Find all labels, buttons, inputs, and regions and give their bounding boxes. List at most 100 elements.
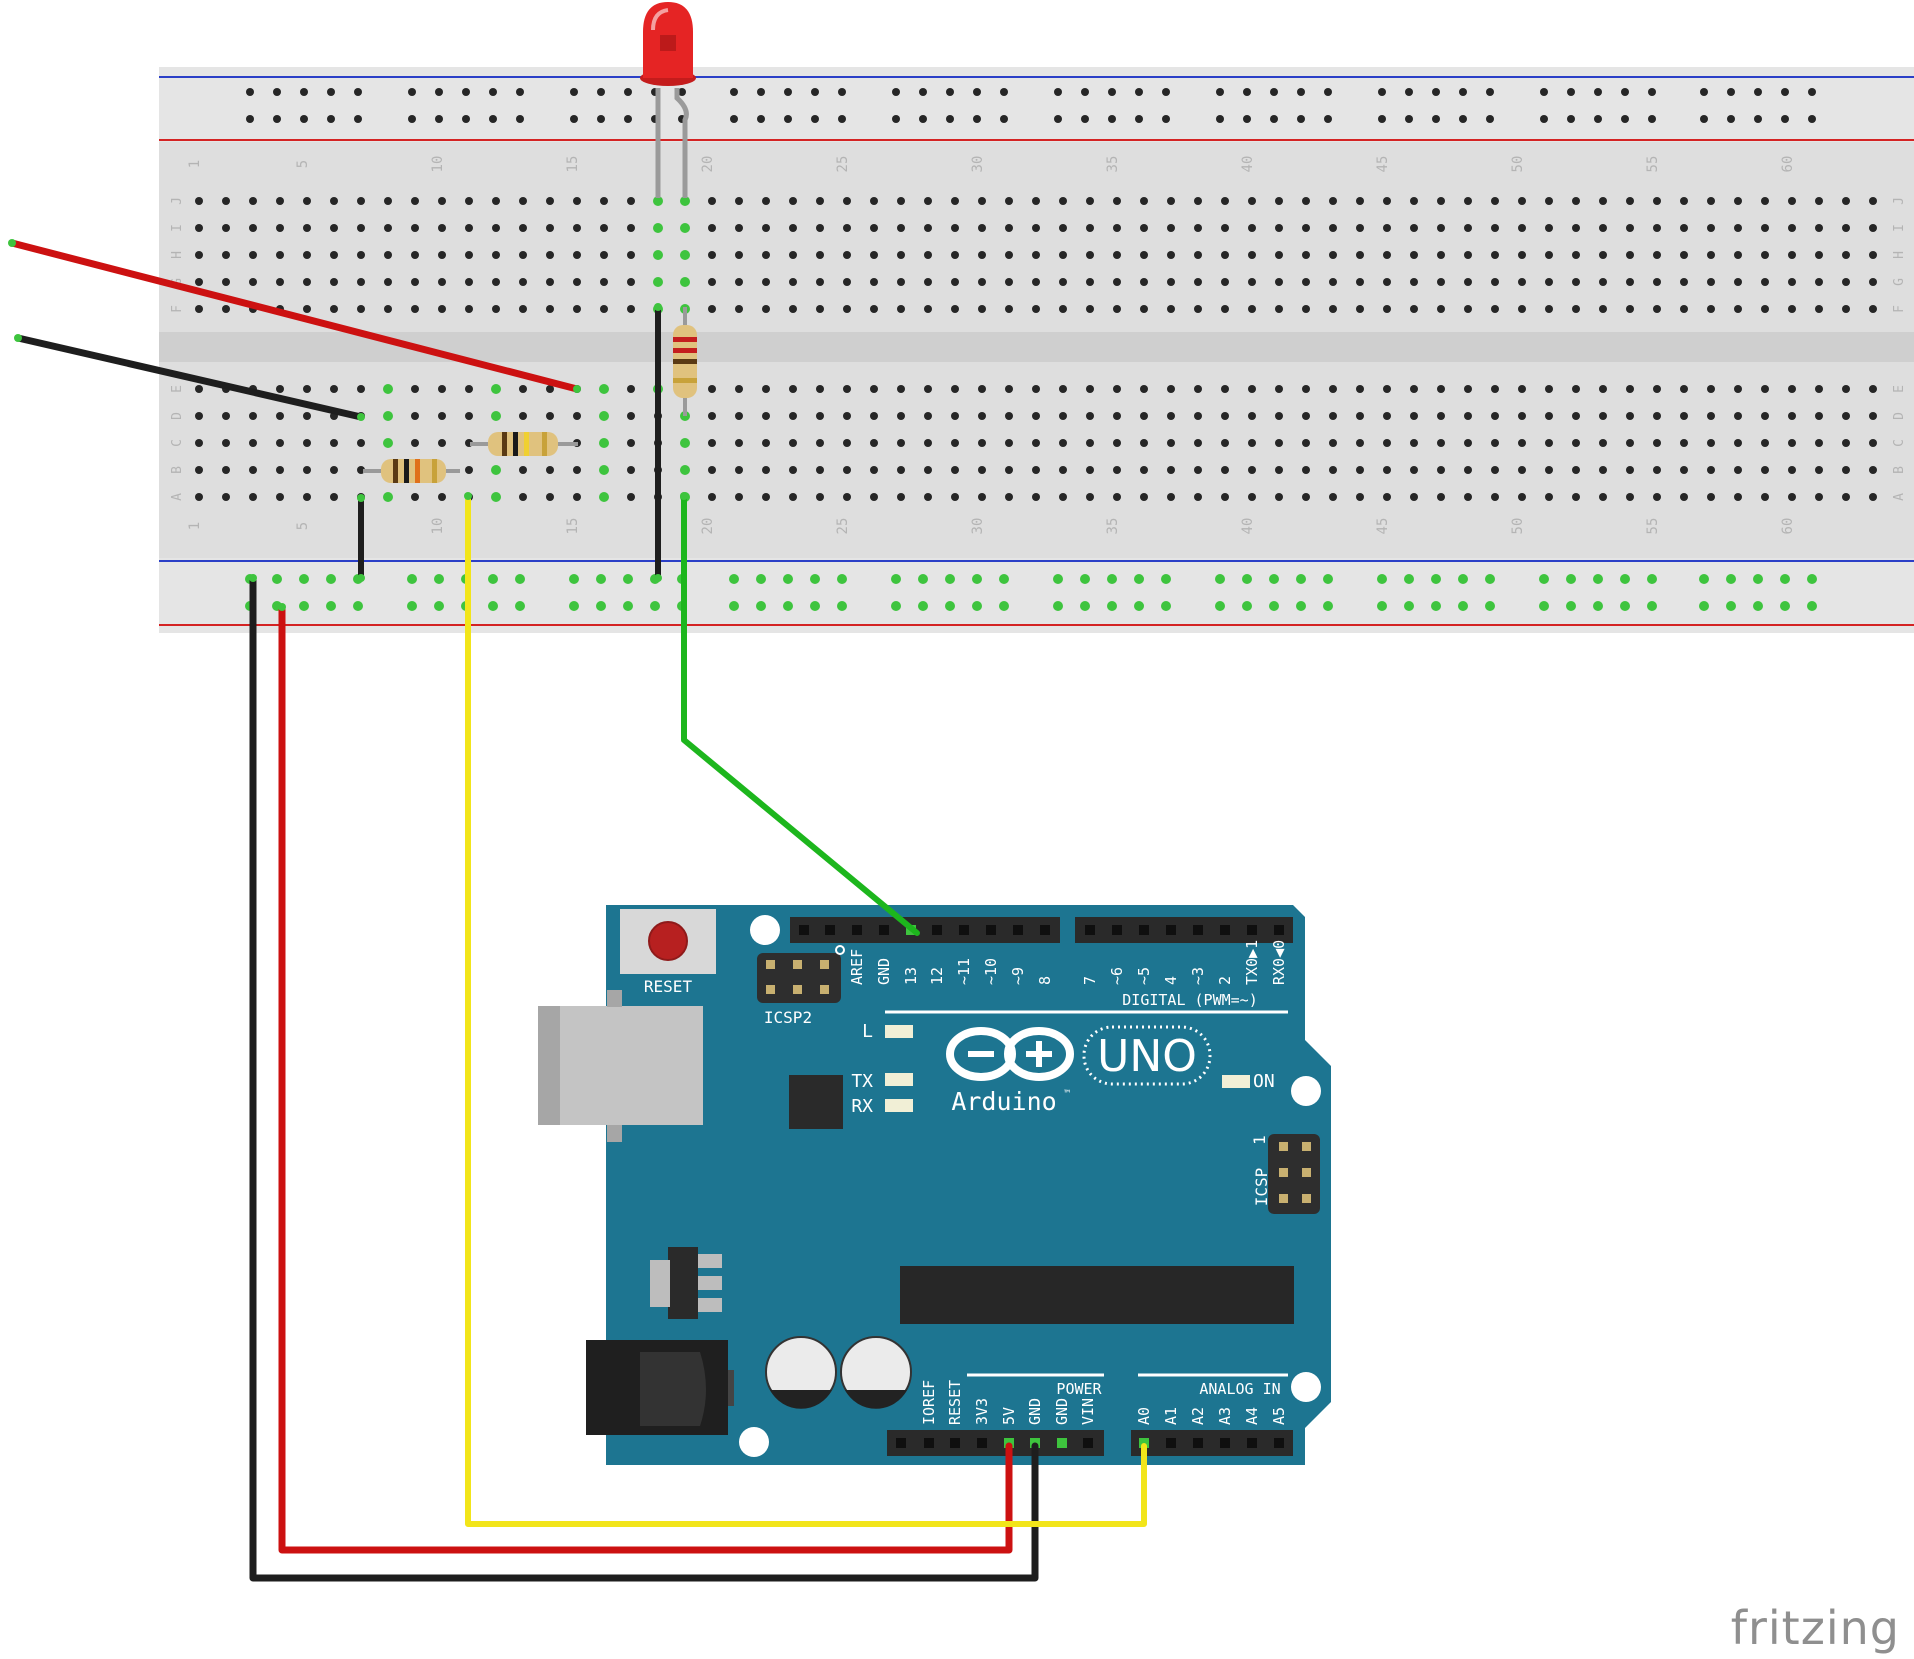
- breadboard-hole[interactable]: [573, 466, 581, 474]
- breadboard-hole[interactable]: [1383, 439, 1391, 447]
- breadboard-hole[interactable]: [1032, 251, 1040, 259]
- breadboard-hole[interactable]: [1248, 224, 1256, 232]
- breadboard-hole[interactable]: [546, 466, 554, 474]
- breadboard-hole[interactable]: [330, 466, 338, 474]
- resistor-led[interactable]: [673, 307, 697, 416]
- breadboard-hole[interactable]: [1518, 197, 1526, 205]
- breadboard-hole[interactable]: [870, 385, 878, 393]
- pin-socket[interactable]: [1274, 925, 1284, 935]
- breadboard-hole[interactable]: [1653, 251, 1661, 259]
- breadboard-hole[interactable]: [1653, 412, 1661, 420]
- power-rail-hole[interactable]: [757, 88, 765, 96]
- breadboard-hole[interactable]: [1275, 278, 1283, 286]
- breadboard-hole[interactable]: [870, 251, 878, 259]
- breadboard-hole[interactable]: [1572, 466, 1580, 474]
- breadboard-hole[interactable]: [1356, 224, 1364, 232]
- breadboard-hole[interactable]: [978, 278, 986, 286]
- breadboard-hole[interactable]: [1761, 385, 1769, 393]
- breadboard-hole[interactable]: [1248, 278, 1256, 286]
- pin-socket[interactable]: [977, 1438, 987, 1448]
- breadboard-hole[interactable]: [491, 384, 501, 394]
- power-rail-hole[interactable]: [1566, 574, 1576, 584]
- breadboard-hole[interactable]: [1680, 251, 1688, 259]
- breadboard-hole[interactable]: [1680, 466, 1688, 474]
- breadboard-hole[interactable]: [546, 224, 554, 232]
- breadboard-hole[interactable]: [762, 466, 770, 474]
- power-rail-hole[interactable]: [1726, 574, 1736, 584]
- power-rail-hole[interactable]: [1486, 88, 1494, 96]
- power-rail-hole[interactable]: [1053, 574, 1063, 584]
- breadboard-hole[interactable]: [1788, 305, 1796, 313]
- power-rail-hole[interactable]: [945, 574, 955, 584]
- power-rail-hole[interactable]: [597, 88, 605, 96]
- breadboard-hole[interactable]: [222, 439, 230, 447]
- power-rail-hole[interactable]: [1242, 601, 1252, 611]
- breadboard-hole[interactable]: [978, 197, 986, 205]
- power-rail-hole[interactable]: [408, 88, 416, 96]
- breadboard-hole[interactable]: [1464, 224, 1472, 232]
- breadboard-hole[interactable]: [843, 197, 851, 205]
- breadboard-hole[interactable]: [1869, 197, 1877, 205]
- breadboard-hole[interactable]: [735, 385, 743, 393]
- breadboard-hole[interactable]: [1734, 197, 1742, 205]
- breadboard-hole[interactable]: [1356, 197, 1364, 205]
- breadboard-hole[interactable]: [1032, 385, 1040, 393]
- breadboard-hole[interactable]: [1761, 439, 1769, 447]
- power-rail-hole[interactable]: [462, 115, 470, 123]
- breadboard-hole[interactable]: [1059, 197, 1067, 205]
- breadboard-hole[interactable]: [1329, 412, 1337, 420]
- power-rail-hole[interactable]: [354, 88, 362, 96]
- breadboard-hole[interactable]: [1329, 305, 1337, 313]
- breadboard-hole[interactable]: [519, 412, 527, 420]
- breadboard-hole[interactable]: [1464, 251, 1472, 259]
- breadboard-hole[interactable]: [249, 197, 257, 205]
- breadboard-hole[interactable]: [1572, 439, 1580, 447]
- breadboard-hole[interactable]: [1059, 251, 1067, 259]
- pin-socket[interactable]: [1040, 925, 1050, 935]
- breadboard-hole[interactable]: [1599, 439, 1607, 447]
- breadboard-hole[interactable]: [762, 278, 770, 286]
- breadboard-hole[interactable]: [1464, 197, 1472, 205]
- breadboard-hole[interactable]: [816, 197, 824, 205]
- power-rail-hole[interactable]: [756, 574, 766, 584]
- breadboard-hole[interactable]: [1086, 493, 1094, 501]
- power-rail-hole[interactable]: [488, 601, 498, 611]
- breadboard-hole[interactable]: [789, 278, 797, 286]
- power-rail-hole[interactable]: [1648, 88, 1656, 96]
- breadboard-hole[interactable]: [546, 493, 554, 501]
- breadboard-hole[interactable]: [357, 305, 365, 313]
- power-rail-hole[interactable]: [1377, 574, 1387, 584]
- breadboard-hole[interactable]: [1707, 385, 1715, 393]
- power-rail-hole[interactable]: [1053, 601, 1063, 611]
- power-rail-hole[interactable]: [1647, 574, 1657, 584]
- breadboard-hole[interactable]: [1572, 278, 1580, 286]
- breadboard-hole[interactable]: [1680, 305, 1688, 313]
- breadboard-hole[interactable]: [1032, 305, 1040, 313]
- breadboard-hole[interactable]: [1626, 224, 1634, 232]
- breadboard-hole[interactable]: [653, 277, 663, 287]
- breadboard-hole[interactable]: [1788, 224, 1796, 232]
- breadboard-hole[interactable]: [1275, 493, 1283, 501]
- breadboard-hole[interactable]: [438, 278, 446, 286]
- power-rail-hole[interactable]: [407, 601, 417, 611]
- breadboard-hole[interactable]: [599, 492, 609, 502]
- power-rail-hole[interactable]: [1458, 574, 1468, 584]
- breadboard-hole[interactable]: [1869, 412, 1877, 420]
- breadboard-hole[interactable]: [951, 305, 959, 313]
- power-rail-hole[interactable]: [300, 88, 308, 96]
- breadboard-hole[interactable]: [1734, 385, 1742, 393]
- pin-socket[interactable]: [1139, 925, 1149, 935]
- power-rail-hole[interactable]: [1107, 601, 1117, 611]
- breadboard-hole[interactable]: [1653, 278, 1661, 286]
- breadboard-hole[interactable]: [1491, 305, 1499, 313]
- breadboard-hole[interactable]: [195, 385, 203, 393]
- power-rail-hole[interactable]: [569, 574, 579, 584]
- breadboard-hole[interactable]: [1410, 224, 1418, 232]
- breadboard-hole[interactable]: [1410, 385, 1418, 393]
- power-rail-hole[interactable]: [945, 601, 955, 611]
- breadboard-hole[interactable]: [843, 385, 851, 393]
- breadboard-hole[interactable]: [951, 439, 959, 447]
- breadboard-hole[interactable]: [1329, 251, 1337, 259]
- breadboard-hole[interactable]: [384, 305, 392, 313]
- breadboard-hole[interactable]: [762, 251, 770, 259]
